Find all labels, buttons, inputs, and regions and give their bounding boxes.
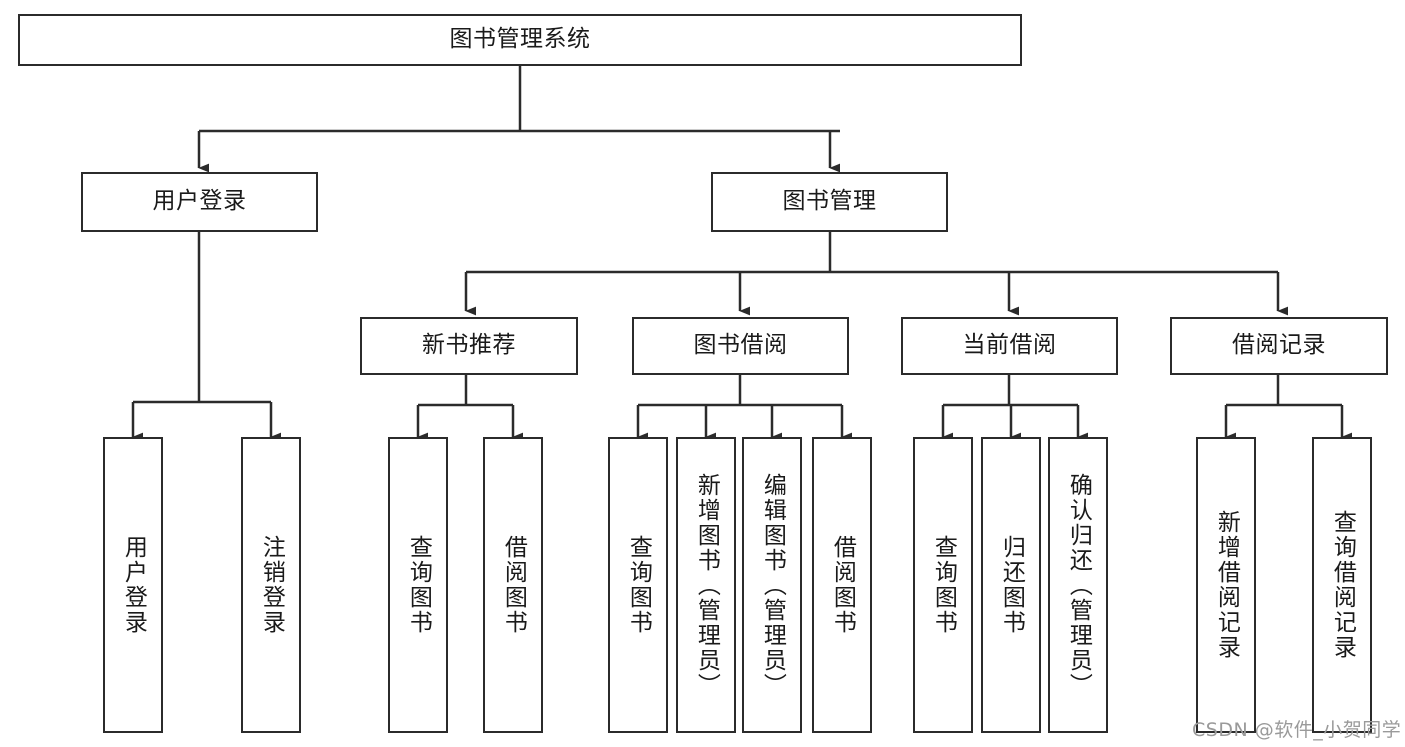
node-leaf-add-record[interactable]: 新增借阅记录 bbox=[1196, 437, 1256, 733]
node-leaf-query-record[interactable]: 查询借阅记录 bbox=[1312, 437, 1372, 733]
node-leaf-user-logout-label: 注销登录 bbox=[258, 535, 285, 635]
node-current-borrow-label: 当前借阅 bbox=[962, 332, 1057, 359]
node-book-borrow[interactable]: 图书借阅 bbox=[632, 317, 849, 375]
node-leaf-query-book-3[interactable]: 查询图书 bbox=[913, 437, 973, 733]
node-leaf-query-record-label: 查询借阅记录 bbox=[1329, 510, 1356, 660]
node-leaf-user-login[interactable]: 用户登录 bbox=[103, 437, 163, 733]
node-user-login[interactable]: 用户登录 bbox=[81, 172, 318, 232]
node-leaf-query-book-3-label: 查询图书 bbox=[930, 535, 957, 635]
node-leaf-borrow-book-2-label: 借阅图书 bbox=[829, 535, 856, 635]
node-new-book-recommend[interactable]: 新书推荐 bbox=[360, 317, 578, 375]
node-leaf-query-book-2-label: 查询图书 bbox=[625, 535, 652, 635]
node-borrow-record-label: 借阅记录 bbox=[1232, 332, 1326, 359]
node-leaf-borrow-book-1-label: 借阅图书 bbox=[500, 535, 527, 635]
node-leaf-query-book-1[interactable]: 查询图书 bbox=[388, 437, 448, 733]
node-leaf-return-book-label: 归还图书 bbox=[998, 535, 1025, 635]
node-leaf-borrow-book-2[interactable]: 借阅图书 bbox=[812, 437, 872, 733]
node-root-label: 图书管理系统 bbox=[449, 26, 591, 53]
node-leaf-query-book-2[interactable]: 查询图书 bbox=[608, 437, 668, 733]
node-current-borrow[interactable]: 当前借阅 bbox=[901, 317, 1118, 375]
node-leaf-user-login-label: 用户登录 bbox=[120, 535, 147, 635]
node-book-borrow-label: 图书借阅 bbox=[693, 332, 788, 359]
node-book-manage-label: 图书管理 bbox=[782, 188, 877, 215]
node-leaf-query-book-1-label: 查询图书 bbox=[405, 535, 432, 635]
node-leaf-add-book[interactable]: 新增图书（管理员） bbox=[676, 437, 736, 733]
node-leaf-add-book-label: 新增图书（管理员） bbox=[693, 472, 720, 698]
node-user-login-label: 用户登录 bbox=[152, 188, 247, 215]
node-book-manage[interactable]: 图书管理 bbox=[711, 172, 948, 232]
node-leaf-edit-book-label: 编辑图书（管理员） bbox=[759, 472, 786, 698]
node-leaf-add-record-label: 新增借阅记录 bbox=[1213, 510, 1240, 660]
node-leaf-confirm-return[interactable]: 确认归还（管理员） bbox=[1048, 437, 1108, 733]
node-leaf-confirm-return-label: 确认归还（管理员） bbox=[1065, 472, 1092, 698]
node-leaf-return-book[interactable]: 归还图书 bbox=[981, 437, 1041, 733]
node-leaf-edit-book[interactable]: 编辑图书（管理员） bbox=[742, 437, 802, 733]
node-new-book-recommend-label: 新书推荐 bbox=[422, 332, 516, 359]
node-root[interactable]: 图书管理系统 bbox=[18, 14, 1022, 66]
node-leaf-borrow-book-1[interactable]: 借阅图书 bbox=[483, 437, 543, 733]
node-borrow-record[interactable]: 借阅记录 bbox=[1170, 317, 1388, 375]
node-leaf-user-logout[interactable]: 注销登录 bbox=[241, 437, 301, 733]
